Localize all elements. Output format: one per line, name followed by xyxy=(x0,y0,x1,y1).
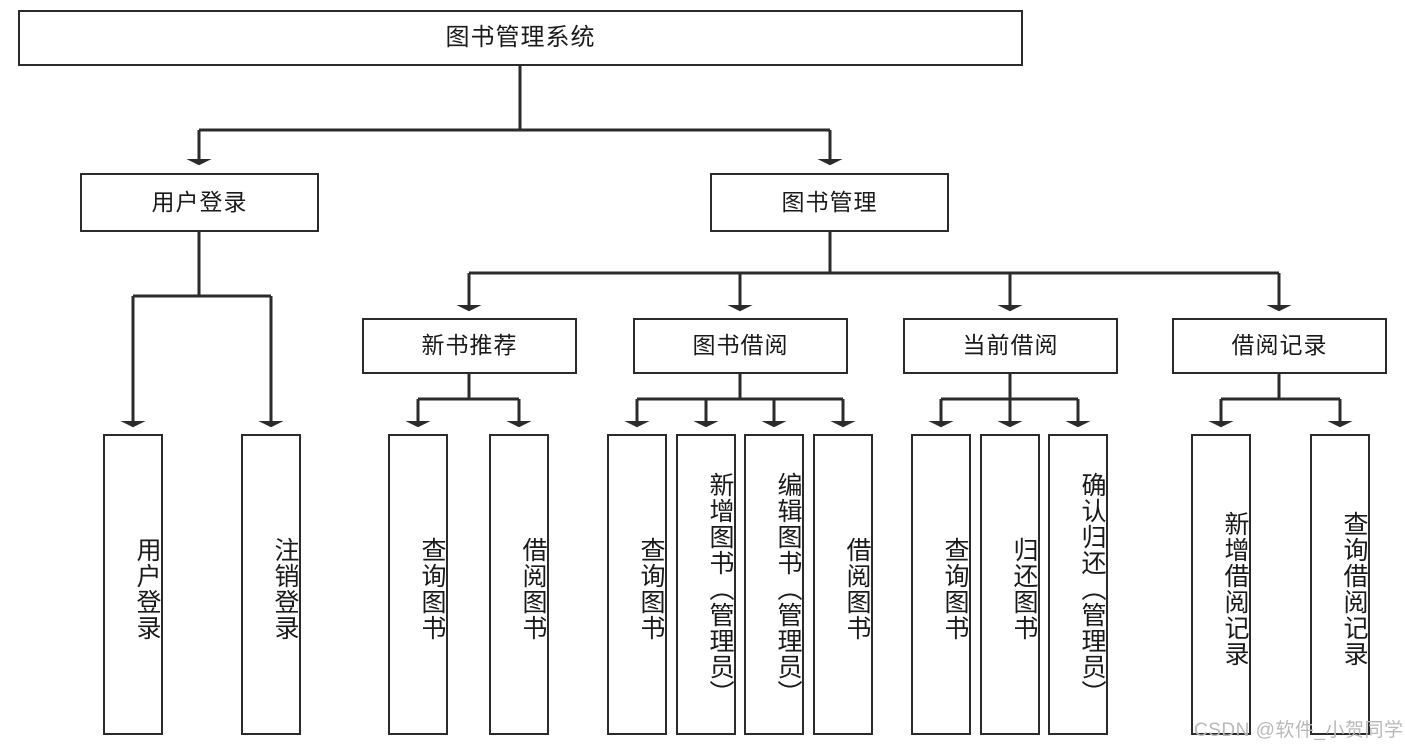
node-leaf-add-book[interactable]: 新增图书（管理员） xyxy=(676,434,736,735)
node-leaf-add-record[interactable]: 新增借阅记录 xyxy=(1191,434,1251,735)
node-leaf-query-record[interactable]: 查询借阅记录 xyxy=(1310,434,1370,735)
node-leaf-return-book[interactable]: 归还图书 xyxy=(980,434,1040,735)
node-root[interactable]: 图书管理系统 xyxy=(18,10,1023,66)
node-leaf-query-book-3[interactable]: 查询图书 xyxy=(911,434,971,735)
node-leaf-query-book-1[interactable]: 查询图书 xyxy=(388,434,448,735)
node-leaf-confirm-return[interactable]: 确认归还（管理员） xyxy=(1048,434,1108,735)
node-leaf-user-login[interactable]: 用户登录 xyxy=(103,434,163,735)
node-user-login[interactable]: 用户登录 xyxy=(80,173,319,232)
node-leaf-edit-book[interactable]: 编辑图书（管理员） xyxy=(744,434,804,735)
node-new-book-recommend[interactable]: 新书推荐 xyxy=(362,318,577,374)
node-borrow-record[interactable]: 借阅记录 xyxy=(1172,318,1387,374)
node-leaf-logout-login[interactable]: 注销登录 xyxy=(241,434,301,735)
node-book-manage[interactable]: 图书管理 xyxy=(710,173,949,232)
watermark-text: CSDN @软件_小贺同学 xyxy=(1194,720,1404,741)
node-book-borrow[interactable]: 图书借阅 xyxy=(633,318,848,374)
node-leaf-borrow-book-2[interactable]: 借阅图书 xyxy=(813,434,873,735)
node-current-borrow[interactable]: 当前借阅 xyxy=(903,318,1118,374)
node-leaf-query-book-2[interactable]: 查询图书 xyxy=(607,434,667,735)
node-leaf-borrow-book-1[interactable]: 借阅图书 xyxy=(489,434,549,735)
